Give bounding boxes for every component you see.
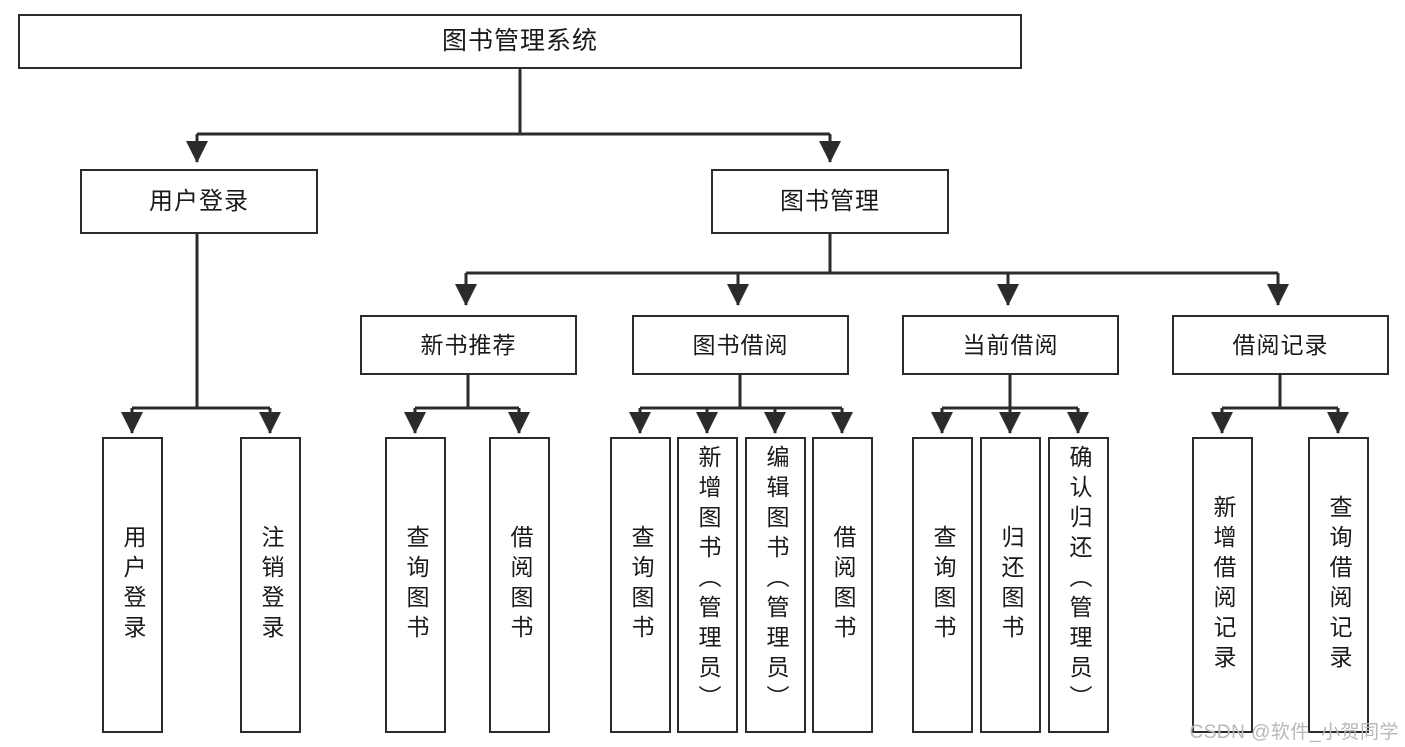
node-new-book-recommendation-label: 新书推荐 <box>420 331 517 358</box>
node-leaf-query-borrow-record-label: 查询借阅记录 <box>1326 495 1352 675</box>
node-user-login[interactable]: 用户登录 <box>80 169 318 234</box>
node-leaf-logout-label: 注销登录 <box>258 525 284 645</box>
node-leaf-add-book-admin-label: 新增图书（管理员） <box>695 445 721 715</box>
node-user-login-label: 用户登录 <box>149 187 249 215</box>
node-borrow-record[interactable]: 借阅记录 <box>1172 315 1389 375</box>
node-leaf-user-login[interactable]: 用户登录 <box>102 437 163 733</box>
watermark: CSDN @软件_小贺同学 <box>1189 722 1399 743</box>
node-root[interactable]: 图书管理系统 <box>18 14 1022 69</box>
node-book-borrow[interactable]: 图书借阅 <box>632 315 849 375</box>
node-current-borrow-label: 当前借阅 <box>962 331 1059 358</box>
node-leaf-add-borrow-record[interactable]: 新增借阅记录 <box>1192 437 1253 733</box>
node-book-manage-label: 图书管理 <box>780 187 880 215</box>
node-leaf-query-book-1-label: 查询图书 <box>403 525 429 645</box>
node-leaf-add-borrow-record-label: 新增借阅记录 <box>1210 495 1236 675</box>
node-borrow-record-label: 借阅记录 <box>1232 331 1329 358</box>
node-leaf-confirm-return-admin[interactable]: 确认归还（管理员） <box>1048 437 1109 733</box>
node-leaf-return-book-label: 归还图书 <box>998 525 1024 645</box>
node-leaf-return-book[interactable]: 归还图书 <box>980 437 1041 733</box>
node-leaf-user-login-label: 用户登录 <box>120 525 146 645</box>
node-new-book-recommendation[interactable]: 新书推荐 <box>360 315 577 375</box>
node-book-borrow-label: 图书借阅 <box>692 331 789 358</box>
node-leaf-edit-book-admin-label: 编辑图书（管理员） <box>763 445 789 715</box>
node-leaf-borrow-book-1-label: 借阅图书 <box>507 525 533 645</box>
node-leaf-query-borrow-record[interactable]: 查询借阅记录 <box>1308 437 1369 733</box>
node-leaf-query-book-3[interactable]: 查询图书 <box>912 437 973 733</box>
node-leaf-borrow-book-2-label: 借阅图书 <box>830 525 856 645</box>
node-current-borrow[interactable]: 当前借阅 <box>902 315 1119 375</box>
node-leaf-query-book-1[interactable]: 查询图书 <box>385 437 446 733</box>
node-leaf-edit-book-admin[interactable]: 编辑图书（管理员） <box>745 437 806 733</box>
node-leaf-borrow-book-1[interactable]: 借阅图书 <box>489 437 550 733</box>
node-book-manage[interactable]: 图书管理 <box>711 169 949 234</box>
node-leaf-query-book-3-label: 查询图书 <box>930 525 956 645</box>
node-root-label: 图书管理系统 <box>441 27 598 56</box>
node-leaf-logout[interactable]: 注销登录 <box>240 437 301 733</box>
node-leaf-confirm-return-admin-label: 确认归还（管理员） <box>1066 445 1092 715</box>
node-leaf-borrow-book-2[interactable]: 借阅图书 <box>812 437 873 733</box>
node-leaf-query-book-2-label: 查询图书 <box>628 525 654 645</box>
node-leaf-add-book-admin[interactable]: 新增图书（管理员） <box>677 437 738 733</box>
node-leaf-query-book-2[interactable]: 查询图书 <box>610 437 671 733</box>
